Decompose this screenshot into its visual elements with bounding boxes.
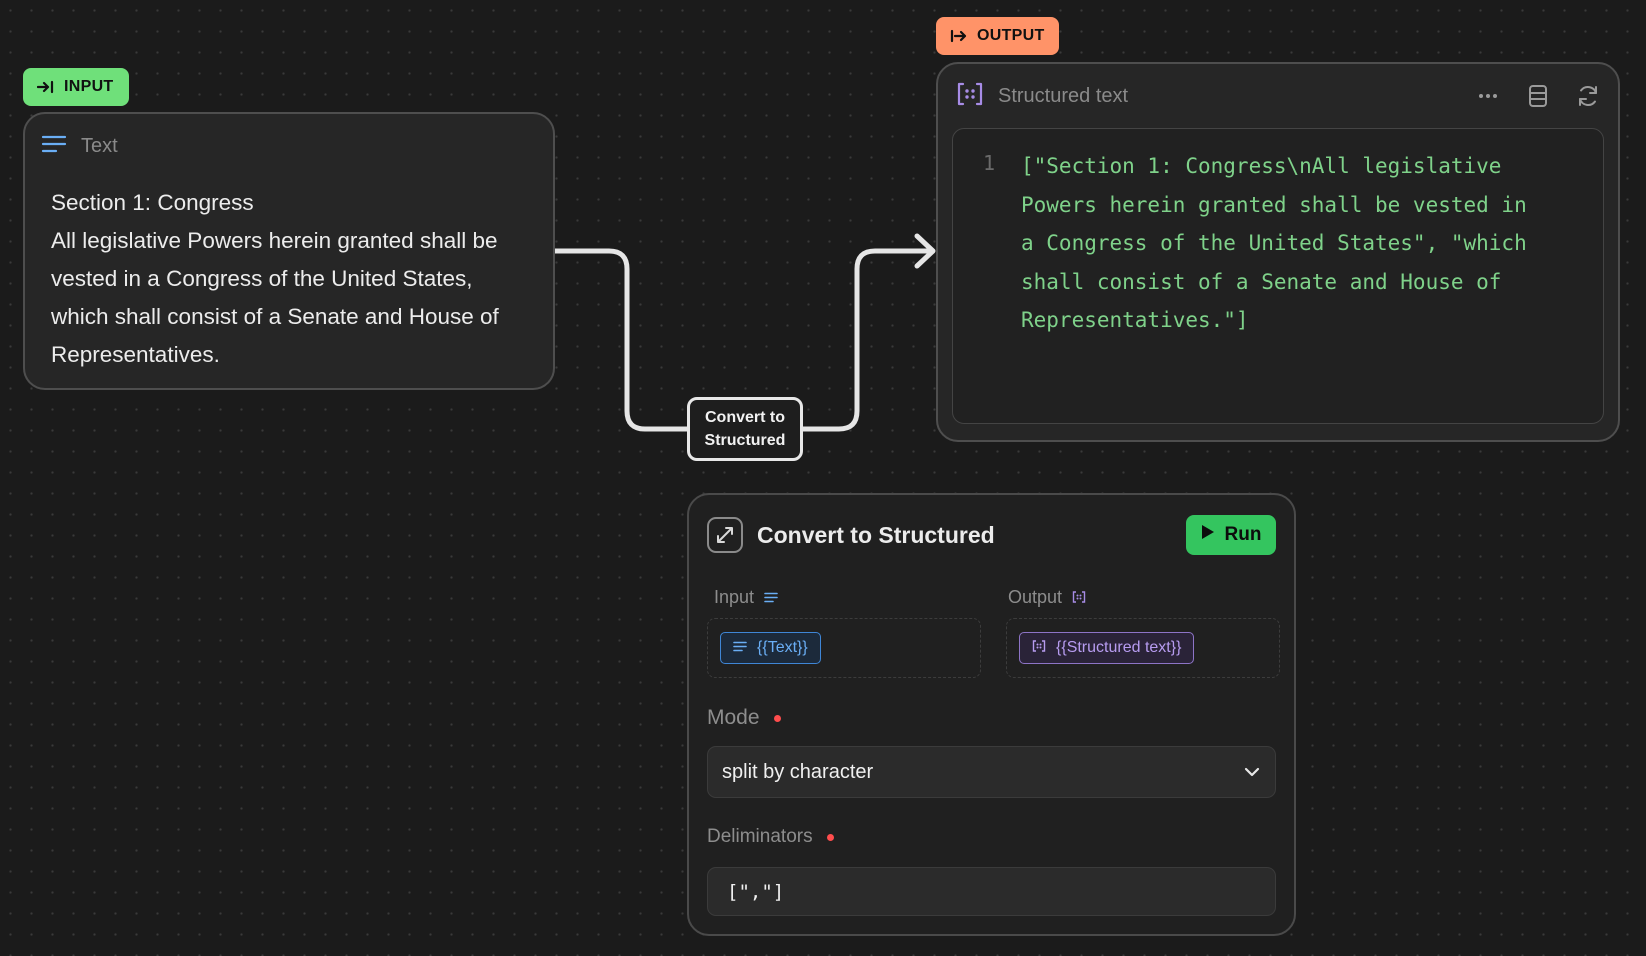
output-card-actions [1474, 82, 1602, 110]
convert-settings-panel: Convert to Structured Run Input Output {… [687, 493, 1296, 936]
text-variable-chip[interactable]: {{Text}} [720, 632, 821, 664]
mode-field-label: Mode [707, 706, 781, 730]
input-arrow-icon [37, 80, 54, 94]
panel-title: Convert to Structured [757, 521, 995, 548]
convert-to-structured-node[interactable]: Convert to Structured [687, 397, 803, 461]
structured-output-card[interactable]: Structured text 1 ["Section 1: Congress\… [936, 62, 1620, 442]
text-card-title: Text [81, 135, 118, 157]
input-label-text: Input [714, 587, 755, 607]
deliminators-value: [","] [727, 880, 785, 903]
deliminators-label-text: Deliminators [707, 826, 813, 847]
input-badge: INPUT [23, 68, 129, 106]
output-badge: OUTPUT [936, 17, 1059, 55]
input-badge-label: INPUT [64, 78, 114, 95]
mode-select[interactable]: split by character [707, 746, 1276, 798]
expand-arrows-icon [707, 517, 743, 553]
database-table-icon[interactable] [1524, 82, 1552, 110]
structured-brackets-icon [1072, 587, 1086, 608]
play-icon [1201, 524, 1215, 546]
output-card-header: Structured text [956, 82, 1128, 111]
output-io-label: Output [1008, 587, 1086, 608]
run-label: Run [1224, 524, 1262, 545]
refresh-icon[interactable] [1574, 82, 1602, 110]
text-line: All legislative Powers herein granted sh… [51, 228, 506, 367]
structured-variable-chip[interactable]: {{Structured text}} [1019, 632, 1195, 664]
mode-label-text: Mode [707, 706, 760, 729]
deliminators-input[interactable]: [","] [707, 867, 1276, 916]
text-lines-icon [764, 587, 778, 608]
structured-brackets-icon [1032, 639, 1046, 657]
output-card-title: Structured text [998, 85, 1129, 107]
deliminators-field-label: Deliminators [707, 826, 834, 848]
text-content[interactable]: Section 1: Congress All legislative Powe… [51, 184, 531, 374]
text-input-card[interactable]: Text Section 1: Congress All legislative… [23, 112, 555, 390]
structured-brackets-icon [956, 82, 984, 111]
output-variable-slot[interactable]: {{Structured text}} [1006, 618, 1280, 678]
text-lines-icon [41, 134, 67, 159]
panel-header: Convert to Structured [707, 517, 995, 553]
output-label-text: Output [1008, 587, 1063, 607]
chevron-down-icon [1243, 761, 1261, 784]
structured-chip-label: {{Structured text}} [1056, 639, 1182, 656]
input-io-label: Input [714, 587, 778, 608]
input-variable-slot[interactable]: {{Text}} [707, 618, 981, 678]
text-chip-label: {{Text}} [757, 639, 808, 656]
node-label: Convert to Structured [704, 409, 786, 449]
run-button[interactable]: Run [1186, 515, 1276, 555]
required-indicator [826, 833, 834, 841]
required-indicator [773, 714, 781, 722]
line-number: 1 [983, 151, 996, 175]
code-viewer[interactable]: 1 ["Section 1: Congress\nAll legislative… [952, 128, 1604, 424]
text-card-header: Text [41, 134, 118, 159]
text-line: Section 1: Congress [51, 190, 254, 215]
structured-code: ["Section 1: Congress\nAll legislative P… [1021, 154, 1540, 332]
text-lines-icon [733, 639, 747, 657]
more-options-icon[interactable] [1474, 82, 1502, 110]
output-arrow-icon [950, 29, 967, 43]
mode-selected-value: split by character [722, 760, 874, 783]
output-badge-label: OUTPUT [977, 27, 1045, 44]
